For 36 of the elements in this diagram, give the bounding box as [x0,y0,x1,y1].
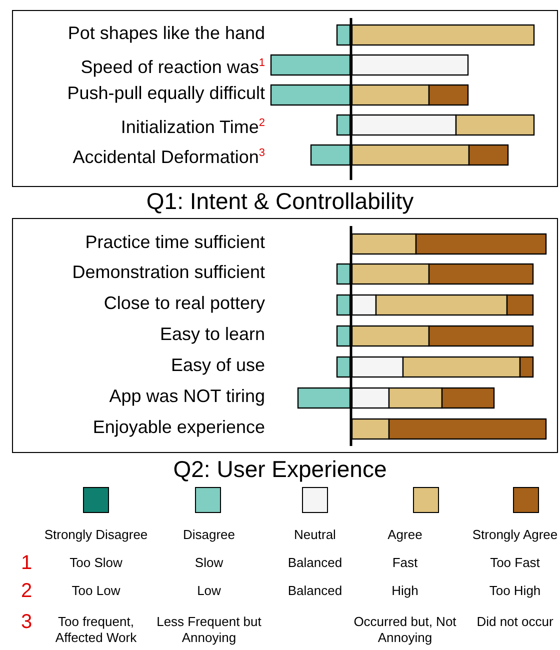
row-number: 1 [21,553,32,573]
table-cell-text: Did not occur [476,614,554,630]
table-cell-text: Too frequent, Affected Work [54,614,138,646]
row-label: App was NOT tiring [109,386,265,406]
table-cell-text: Balanced [286,555,344,571]
table-cell-text: Too High [488,583,542,599]
row-label: Accidental Deformation$^{3}$ [72,146,265,167]
table-cell-text: Slow [194,555,224,571]
row-label: Pot shapes like the hand [68,23,265,43]
legend-label: Strongly Agree [471,527,559,543]
table-cell-text: High [390,583,420,599]
row-label: Practice time sufficient [85,232,265,252]
row-label: Easy of use [170,355,265,375]
table-cell-text: Too Fast [489,555,541,571]
row-number: 2 [21,581,32,601]
table-cell-text: Fast [391,555,419,571]
table-cell-text: Low [196,583,222,599]
table-cell-text: Less Frequent but Annoying [156,614,262,646]
table-cell-text: Occurred but, Not Annoying [352,614,458,646]
row-label: Speed of reaction was$^{1}$ [80,56,265,77]
panel-title: Q1: Intent & Controllability [145,188,415,214]
row-label: Enjoyable experience [92,417,265,437]
legend-label: Agree [386,527,424,543]
panel-title: Q2: User Experience [172,456,388,482]
row-label: Demonstration sufficient [72,262,265,282]
table-cell-text: Too Low [70,583,122,599]
table-cell-text: Too Slow [68,555,124,571]
table-cell-text: Balanced [286,583,344,599]
legend-label: Strongly Disagree [43,527,149,543]
legend-label: Disagree [182,527,236,543]
row-label: Easy to learn [160,324,265,344]
row-label: Initialization Time$^{2}$ [120,116,265,137]
legend-label: Neutral [293,527,337,543]
row-number: 3 [21,612,32,632]
row-label: Push-pull equally difficult [67,83,265,103]
row-label: Close to real pottery [104,293,265,313]
